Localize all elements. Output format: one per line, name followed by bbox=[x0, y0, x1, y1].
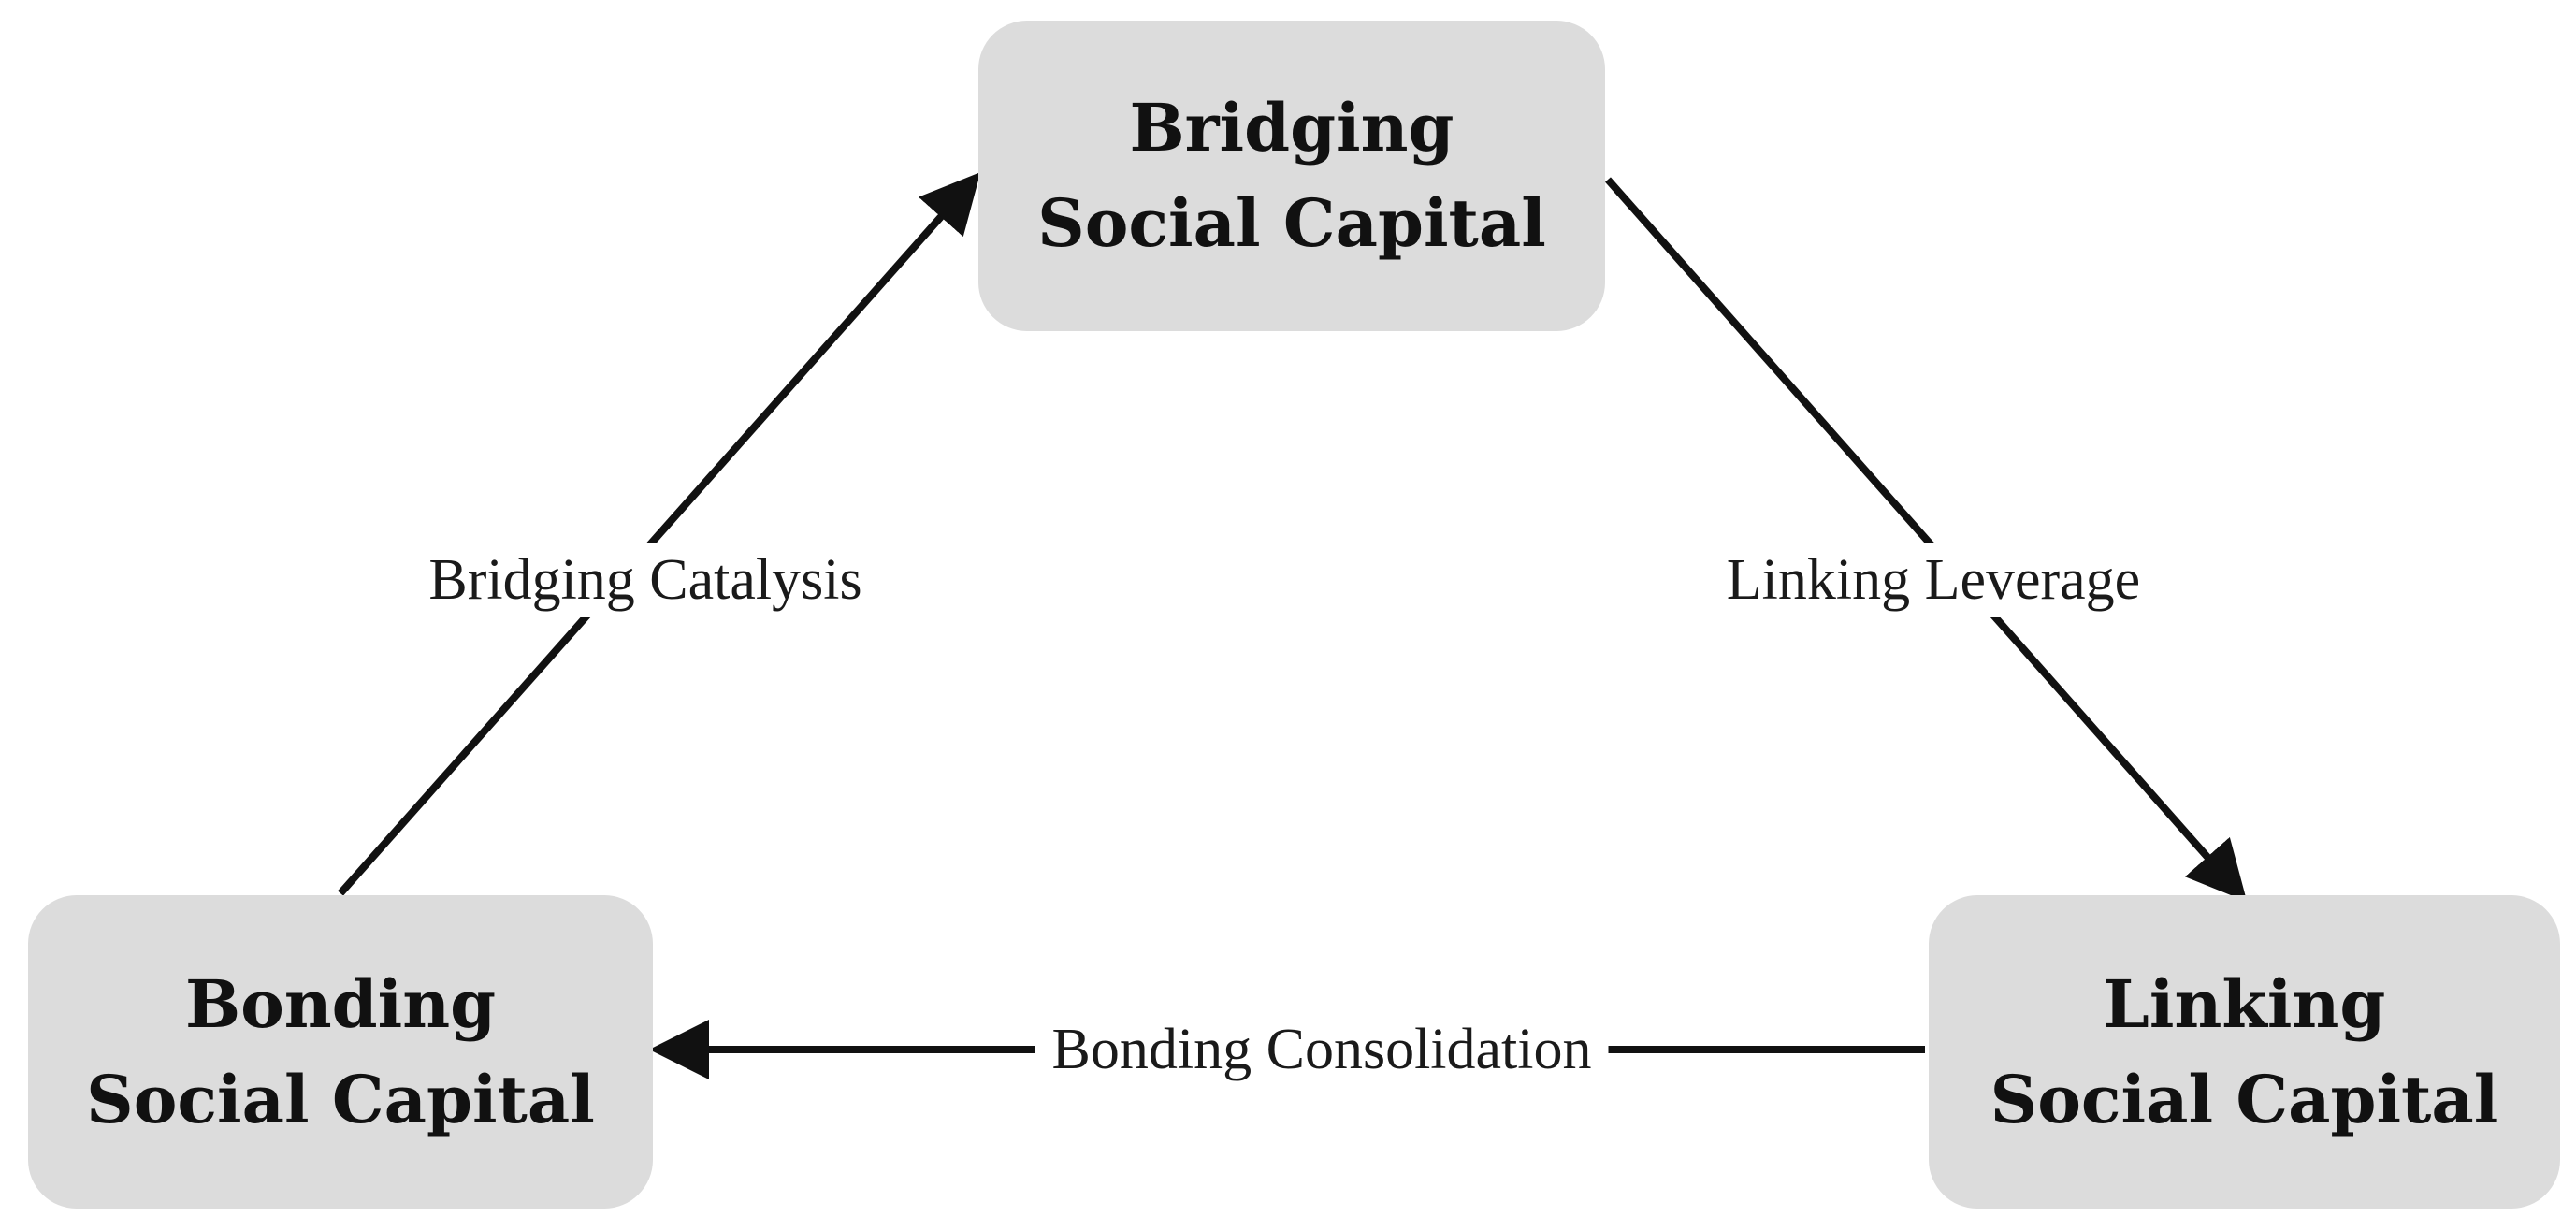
node-linking-title: Linking bbox=[2103, 964, 2386, 1043]
edge-label-bonding-consolidation: Bonding Consolidation bbox=[1035, 1012, 1609, 1087]
node-bonding-subtitle: Social Capital bbox=[86, 1060, 595, 1138]
edge-label-linking-leverage: Linking Leverage bbox=[1709, 543, 2158, 617]
node-bridging-social-capital: Bridging Social Capital bbox=[978, 21, 1605, 331]
node-linking-subtitle: Social Capital bbox=[1990, 1060, 2499, 1138]
node-linking-social-capital: Linking Social Capital bbox=[1929, 895, 2560, 1209]
arrow-bridging-catalysis bbox=[338, 172, 981, 896]
node-bonding-title: Bonding bbox=[184, 964, 497, 1043]
node-bridging-title: Bridging bbox=[1129, 89, 1454, 167]
node-bonding-social-capital: Bonding Social Capital bbox=[28, 895, 653, 1209]
edge-label-bridging-catalysis: Bridging Catalysis bbox=[412, 543, 879, 617]
node-bridging-subtitle: Social Capital bbox=[1037, 184, 1546, 262]
arrow-linking-leverage bbox=[1605, 177, 2248, 902]
